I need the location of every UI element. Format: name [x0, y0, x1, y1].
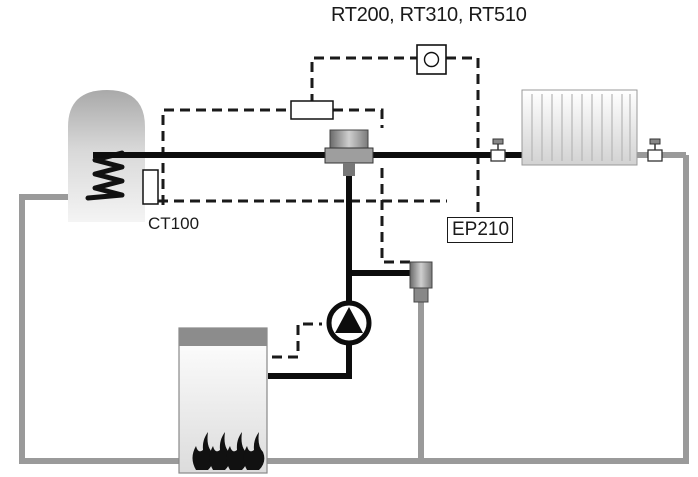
thermostat-models-label: RT200, RT310, RT510 [331, 4, 527, 26]
radiator-fins [531, 94, 631, 161]
supply-pipe-riser [268, 160, 352, 379]
radiator-body [521, 89, 638, 166]
wire-mixer-down [380, 168, 410, 264]
mixing-valve-lower-port [413, 287, 429, 303]
mixing-valve-top [324, 129, 374, 176]
sensor-actuator [290, 100, 334, 120]
mixing-valve-lower-body [409, 261, 433, 289]
radiator-icon [521, 89, 638, 166]
ep210-label: EP210 [452, 219, 510, 240]
thermostat-dial [423, 51, 440, 68]
mixing-valve-port [324, 147, 374, 164]
thermostat-body [416, 44, 447, 75]
wire-upper-loop-right [333, 108, 384, 128]
supply-pipes [93, 152, 522, 379]
ct100-label: CT100 [148, 214, 200, 233]
coil-icon [85, 150, 125, 201]
ct100-sensor [142, 169, 159, 205]
pump-arrow [335, 307, 363, 333]
boiler-top-panel [179, 328, 267, 346]
thermostat-icon [416, 44, 447, 75]
control-wiring [158, 56, 480, 359]
ep210-module-box [447, 217, 513, 243]
flame-icon [192, 432, 265, 470]
mixing-valve-lower [409, 261, 433, 303]
wire-thermostat-loop [310, 56, 417, 104]
return-pipe-main [19, 155, 689, 464]
mixing-valve-neck [343, 163, 355, 176]
wire-pump [272, 322, 322, 359]
mixing-valve-body [329, 129, 369, 149]
valve-icon [490, 138, 663, 162]
pump-icon [326, 300, 372, 346]
wire-upper-loop [161, 108, 291, 205]
wire-thermostat-right [446, 56, 480, 215]
